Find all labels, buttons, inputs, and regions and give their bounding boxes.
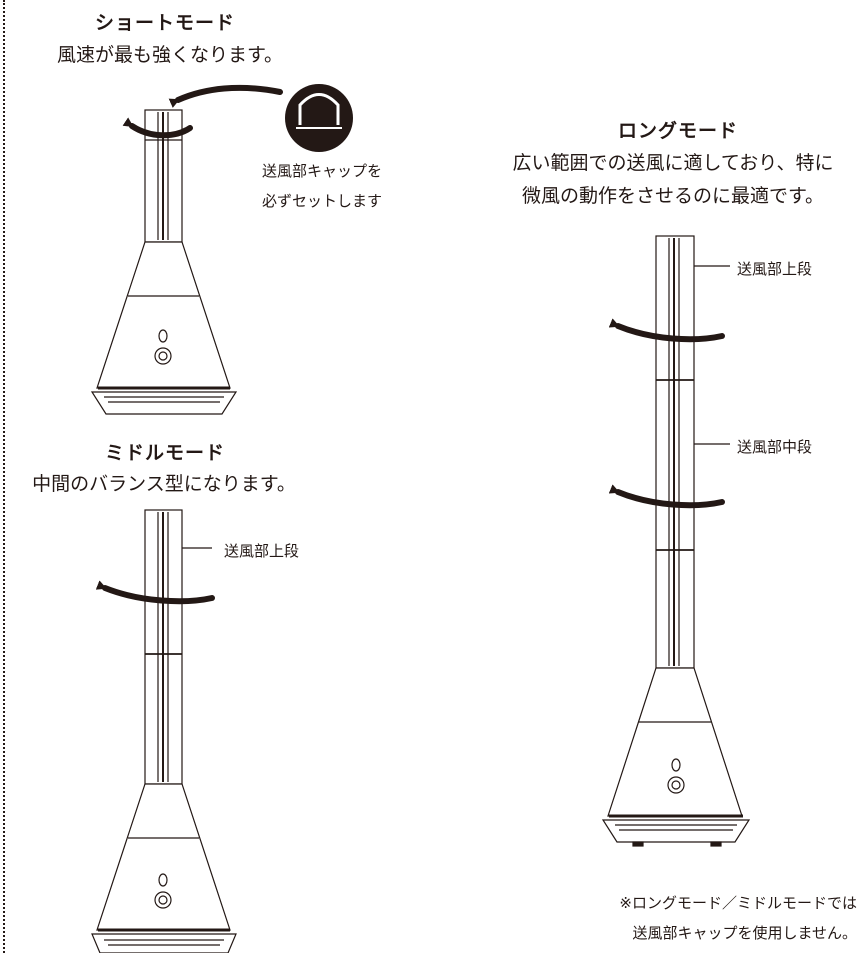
middle-mode-description: 中間のバランス型になります。 (32, 473, 296, 495)
cap-note-line2: 必ずセットします (261, 192, 382, 210)
long-mode-description-line1: 広い範囲での送風に適しており、特に (512, 152, 834, 174)
dotted-margin-rule (3, 0, 5, 953)
middle-mode-upper-label: 送風部上段 (224, 542, 300, 560)
long-mode-description-line2: 微風の動作をさせるのに最適です。 (521, 185, 825, 207)
middle-mode-title: ミドルモード (104, 442, 225, 464)
long-mode-middle-label: 送風部中段 (737, 438, 813, 456)
middle-mode-fan (91, 509, 237, 953)
short-mode-description: 風速が最も強くなります。 (56, 44, 284, 66)
long-mode-fan (601, 235, 751, 847)
long-mode-upper-label: 送風部上段 (737, 260, 813, 278)
short-mode-title: ショートモード (94, 12, 235, 34)
footnote-line2: 送風部キャップを使用しません。 (632, 924, 857, 942)
short-mode-fan (90, 84, 353, 415)
footnote-line1: ※ロングモード／ミドルモードでは (619, 894, 857, 912)
long-mode-title: ロングモード (617, 120, 738, 142)
cap-note-line1: 送風部キャップを (261, 162, 382, 180)
